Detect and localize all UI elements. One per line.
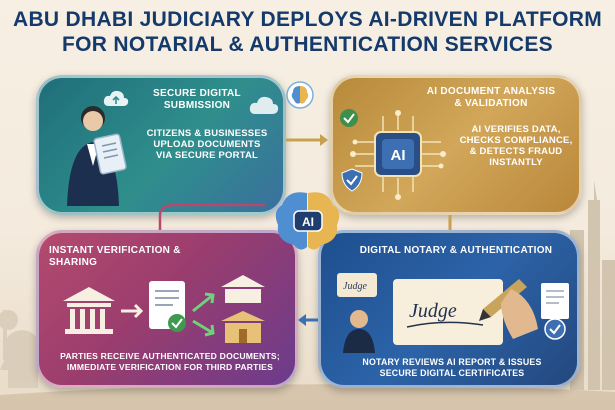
cloud-server-icon	[249, 96, 279, 114]
panel-ai-document-analysis: AI DOCUMENT ANALYSIS & VALIDATION AI AI …	[330, 75, 582, 215]
arrow-icon	[192, 319, 215, 337]
desc-line: SECURE DIGITAL CERTIFICATES	[379, 368, 525, 378]
panel-description: PARTIES RECEIVE AUTHENTICATED DOCUMENTS;…	[47, 351, 293, 373]
panel-description: AI VERIFIES DATA, CHECKS COMPLIANCE, & D…	[453, 124, 579, 168]
certificate-icon	[541, 283, 569, 340]
panel-digital-notary: DIGITAL NOTARY & AUTHENTICATION Judge Ju…	[318, 230, 580, 388]
center-ai-label: AI	[302, 215, 314, 229]
building-icon	[221, 311, 265, 343]
panel-description: CITIZENS & BUSINESSES UPLOAD DOCUMENTS V…	[137, 128, 277, 161]
judge-small-label: Judge	[343, 281, 367, 292]
panel-instant-verification: INSTANT VERIFICATION & SHARING PARTIES R…	[36, 230, 298, 388]
desc-line: INSTANTLY	[489, 157, 543, 168]
certificate-sheet	[393, 279, 503, 345]
verification-flow-illustration	[63, 275, 265, 343]
title-line: AI DOCUMENT ANALYSIS	[426, 86, 556, 97]
person-icon	[343, 310, 375, 353]
document-icon	[149, 281, 186, 332]
cloud-upload-icon	[103, 90, 129, 106]
arrow-icon	[121, 303, 144, 319]
desc-line: PARTIES RECEIVE AUTHENTICATED DOCUMENTS;	[60, 351, 280, 361]
desc-line: & DETECTS FRAUD	[469, 146, 563, 157]
bank-icon	[63, 287, 115, 334]
panel-title: SECURE DIGITAL SUBMISSION	[153, 88, 241, 111]
judge-signature-label: Judge	[409, 300, 457, 322]
person-with-tablet-icon	[67, 106, 127, 206]
panel-title: INSTANT VERIFICATION & SHARING	[49, 245, 181, 268]
bank-icon	[221, 275, 265, 303]
desc-line: UPLOAD DOCUMENTS	[153, 139, 261, 150]
brain-small-icon	[286, 81, 314, 109]
ai-chip-icon: AI	[350, 110, 446, 200]
notary-signing-illustration: Judge Judge	[337, 273, 569, 353]
desc-line: IMMEDIATE VERIFICATION FOR THIRD PARTIES	[66, 362, 274, 372]
desc-line: AI VERIFIES DATA,	[471, 124, 561, 135]
arrow-icon	[192, 292, 215, 313]
panel-title: DIGITAL NOTARY & AUTHENTICATION	[359, 245, 553, 256]
panel-title: AI DOCUMENT ANALYSIS & VALIDATION	[411, 86, 571, 110]
page-title: ABU DHABI JUDICIARY DEPLOYS AI-DRIVEN PL…	[0, 8, 615, 57]
check-circle-icon	[340, 109, 358, 127]
desc-line: NOTARY REVIEWS AI REPORT & ISSUES	[362, 357, 542, 367]
title-line-1: ABU DHABI JUDICIARY DEPLOYS AI-DRIVEN PL…	[13, 8, 602, 31]
title-line: & VALIDATION	[454, 98, 528, 109]
brain-icon: AI	[275, 192, 340, 250]
small-judge-card	[337, 273, 377, 297]
chip-label: AI	[391, 147, 406, 164]
panel-description: NOTARY REVIEWS AI REPORT & ISSUES SECURE…	[333, 357, 571, 379]
title-line-2: FOR NOTARIAL & AUTHENTICATION SERVICES	[62, 33, 553, 56]
pen-icon	[479, 279, 538, 339]
desc-line: CHECKS COMPLIANCE,	[459, 135, 573, 146]
desc-line: CITIZENS & BUSINESSES	[146, 128, 268, 139]
panel-secure-digital-submission: SECURE DIGITAL SUBMISSION CITIZENS & BUS…	[36, 75, 286, 215]
desc-line: VIA SECURE PORTAL	[155, 150, 259, 161]
shield-check-icon	[341, 168, 363, 192]
